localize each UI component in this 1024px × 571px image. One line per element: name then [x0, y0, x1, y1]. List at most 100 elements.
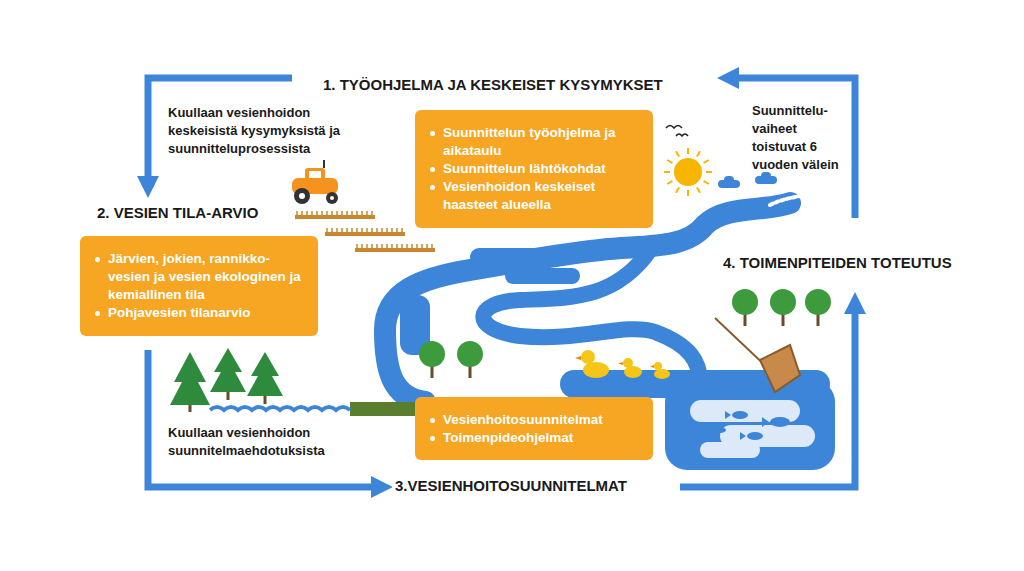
field-stalk: [341, 211, 343, 215]
grass-strip: [350, 402, 420, 416]
field-row: [295, 215, 375, 219]
bullet-dot: [430, 131, 435, 136]
field-stalk: [316, 211, 318, 215]
bullet-item: Järvien, jokien, rannikko- vesien ja ves…: [94, 250, 304, 304]
shore-wave: [210, 407, 350, 410]
bullet-text: Toimenpideohjelmat: [443, 430, 573, 445]
field-stalk: [331, 211, 333, 215]
deciduous-trees: [419, 289, 831, 378]
sun-ray: [704, 160, 709, 163]
pine-trees: [170, 348, 283, 405]
cycle-note: Suunnittelu- vaiheet toistuvat 6 vuoden …: [752, 102, 850, 174]
pine-trunks: [190, 392, 265, 412]
field-stalk: [366, 228, 368, 232]
sun-ray: [676, 151, 679, 156]
field-stalk: [336, 228, 338, 232]
bullet-item: Suunnittelun työohjelma ja aikataulu: [429, 124, 639, 160]
field-stalk: [306, 211, 308, 215]
tree-crown: [419, 341, 445, 367]
tree-crown: [457, 341, 483, 367]
birds: [666, 126, 688, 137]
bullet-text: Vesienhoidon keskeiset haasteet alueella: [443, 179, 595, 212]
field-stalk: [356, 211, 358, 215]
field-stalk: [331, 228, 333, 232]
field-stalk: [361, 228, 363, 232]
bullet-dot: [430, 418, 435, 423]
clouds: [718, 172, 777, 188]
field-stalk: [296, 211, 298, 215]
sun-ray: [667, 181, 672, 184]
river-banks: [400, 248, 835, 470]
field-stalk: [336, 211, 338, 215]
sun-ray: [664, 171, 670, 173]
bullet-text: Vesienhoitosuunnitelmat: [443, 412, 603, 427]
consultation-note: Kuullaan vesienhoidon suunnitelmaehdotuk…: [168, 424, 368, 460]
bullet-text: Suunnittelun työohjelma ja aikataulu: [443, 125, 616, 158]
field-stalk: [371, 211, 373, 215]
tree-crown: [732, 289, 758, 315]
ducks: [581, 350, 670, 379]
field-stalk: [321, 211, 323, 215]
bullet-text: Järvien, jokien, rannikko- vesien ja ves…: [108, 251, 301, 302]
field-stalk: [361, 211, 363, 215]
field-stalk: [401, 228, 403, 232]
field-stalk: [386, 244, 388, 248]
bullet-text: Pohjavesien tilanarvio: [108, 305, 251, 320]
sun-ray: [697, 151, 700, 156]
consultation-note: Kuullaan vesienhoidon keskeisistä kysymy…: [168, 104, 368, 158]
fish: [708, 411, 790, 440]
field-stalk: [396, 244, 398, 248]
sun: [674, 158, 702, 186]
field-stalk: [391, 244, 393, 248]
bullet-text: Suunnittelun lähtökohdat: [443, 161, 606, 176]
duck-beaks: [575, 356, 654, 368]
field-stalk: [351, 211, 353, 215]
field-stalk: [301, 211, 303, 215]
bullet-item: Vesienhoitosuunnitelmat: [429, 411, 639, 429]
bullet-item: Vesienhoidon keskeiset haasteet alueella: [429, 178, 639, 214]
orange-info-box: Suunnittelun työohjelma ja aikatauluSuun…: [415, 110, 653, 228]
bullet-item: Suunnittelun lähtökohdat: [429, 160, 639, 178]
field-stalk: [381, 228, 383, 232]
field-stalk: [411, 244, 413, 248]
stage-heading: 3.VESIENHOITOSUUNNITELMAT: [392, 476, 630, 495]
bullet-dot: [95, 257, 100, 262]
field-stalk: [376, 244, 378, 248]
sun-ray: [687, 190, 689, 196]
stage-heading: 1. TYÖOHJELMA JA KESKEISET KYSYMYKSET: [320, 75, 666, 94]
sun-rays: [664, 148, 712, 196]
field-stalk: [431, 244, 433, 248]
field-stalk: [406, 244, 408, 248]
bullet-dot: [430, 436, 435, 441]
field-stalk: [426, 244, 428, 248]
sun-ray: [676, 188, 679, 193]
bullet-item: Toimenpideohjelmat: [429, 429, 639, 447]
tree-crown: [805, 289, 831, 315]
field-stalk: [346, 211, 348, 215]
orange-info-box: Järvien, jokien, rannikko- vesien ja ves…: [80, 236, 318, 336]
field-stalk: [346, 228, 348, 232]
field-stalk: [351, 228, 353, 232]
field-stalk: [371, 244, 373, 248]
sun-ray: [706, 171, 712, 173]
sun-ray: [667, 160, 672, 163]
field-stalk: [416, 244, 418, 248]
field-stalk: [366, 244, 368, 248]
field-stalk: [386, 228, 388, 232]
fishing-net: [715, 318, 800, 392]
field-row: [355, 248, 435, 252]
field-stalk: [326, 228, 328, 232]
bullet-dot: [430, 167, 435, 172]
field-stalk: [371, 228, 373, 232]
field-stalk: [381, 244, 383, 248]
orange-info-box: VesienhoitosuunnitelmatToimenpideohjelma…: [415, 397, 653, 460]
bullet-dot: [95, 311, 100, 316]
bullet-dot: [430, 185, 435, 190]
field-stalk: [361, 244, 363, 248]
lake-waves: [690, 400, 815, 458]
tractor: [292, 160, 338, 204]
field-stalk: [401, 244, 403, 248]
field-stalk: [341, 228, 343, 232]
field-stalk: [376, 228, 378, 232]
sun-ray: [697, 188, 700, 193]
